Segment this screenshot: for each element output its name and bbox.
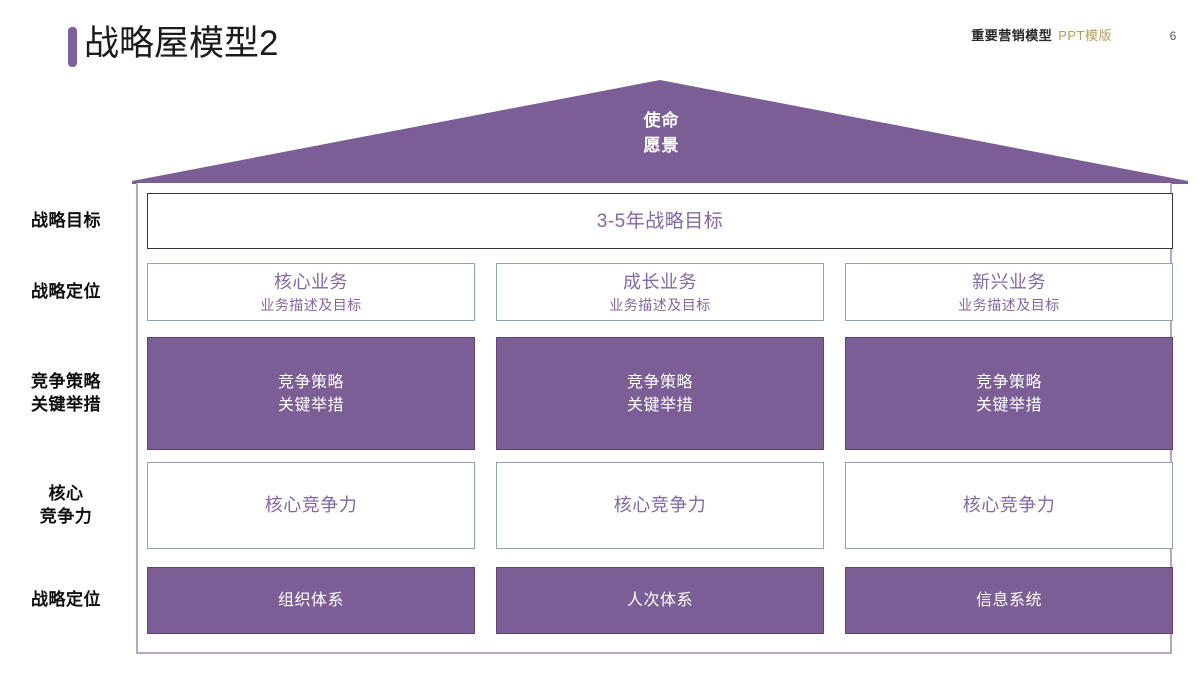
cell-competitive-strategy-1[interactable]: 竞争策略 关键举措 [147,337,475,450]
roof-shape [132,80,1188,184]
header-brand-group: 重要营销模型 PPT模版 6 [971,25,1182,44]
row-label-systems: 战略定位 [31,590,101,609]
cell-title: 核心业务 [274,271,348,292]
cell-title: 核心竞争力 [264,495,358,515]
cell-title: 成长业务 [623,271,697,292]
row-strategic-positioning: 核心业务 业务描述及目标 成长业务 业务描述及目标 新兴业务 业务描述及目标 [147,263,1173,321]
page-number: 6 [1169,29,1177,43]
row-label-strategic-positioning: 战略定位 [31,282,101,301]
row-competitive-strategy: 竞争策略 关键举措 竞争策略 关键举措 竞争策略 关键举措 [147,337,1173,450]
cell-emerging-business[interactable]: 新兴业务 业务描述及目标 [845,263,1173,321]
cell-subtitle: 业务描述及目标 [609,296,711,313]
cell-title: 3-5年战略目标 [596,210,724,232]
cell-title: 信息系统 [975,592,1042,609]
row-core-competence: 核心竞争力 核心竞争力 核心竞争力 [147,462,1173,549]
cell-title: 组织体系 [277,592,344,609]
cell-core-competence-1[interactable]: 核心竞争力 [147,462,475,549]
cell-subtitle: 关键举措 [277,396,344,414]
cell-title: 核心竞争力 [962,495,1056,515]
cell-subtitle: 业务描述及目标 [260,296,362,313]
cell-competitive-strategy-2[interactable]: 竞争策略 关键举措 [496,337,824,450]
cell-core-business[interactable]: 核心业务 业务描述及目标 [147,263,475,321]
roof-triangle-icon [132,80,1188,184]
brand-sub-label: PPT模版 [1058,28,1112,43]
cell-title: 竞争策略 [975,373,1042,391]
cell-competitive-strategy-3[interactable]: 竞争策略 关键举措 [845,337,1173,450]
cell-strategic-goal[interactable]: 3-5年战略目标 [147,193,1173,249]
cell-growth-business[interactable]: 成长业务 业务描述及目标 [496,263,824,321]
row-label-core-competence: 核心 竞争力 [39,484,93,526]
cell-title: 新兴业务 [972,271,1046,292]
row-support-systems: 组织体系 人次体系 信息系统 [147,567,1173,634]
title-accent-bar [68,27,77,67]
cell-title: 竞争策略 [277,373,344,391]
cell-subtitle: 业务描述及目标 [958,296,1060,313]
row-label-competitive-strategy: 竞争策略 关键举措 [31,372,101,414]
cell-personnel-system[interactable]: 人次体系 [496,567,824,634]
cell-organization-system[interactable]: 组织体系 [147,567,475,634]
brand-main-label: 重要营销模型 [971,28,1053,43]
cell-title: 人次体系 [626,592,693,609]
cell-subtitle: 关键举措 [626,396,693,414]
cell-core-competence-3[interactable]: 核心竞争力 [845,462,1173,549]
cell-core-competence-2[interactable]: 核心竞争力 [496,462,824,549]
roof-text-block: 使命 愿景 [604,108,719,158]
roof-line-1: 使命 [643,111,680,130]
cell-subtitle: 关键举措 [975,396,1042,414]
row-label-strategic-goal: 战略目标 [31,211,101,230]
cell-information-system[interactable]: 信息系统 [845,567,1173,634]
row-strategic-goal: 3-5年战略目标 [147,193,1173,249]
roof-line-2: 愿景 [643,136,680,155]
cell-title: 竞争策略 [626,373,693,391]
page-title: 战略屋模型2 [84,24,279,63]
cell-title: 核心竞争力 [613,495,707,515]
